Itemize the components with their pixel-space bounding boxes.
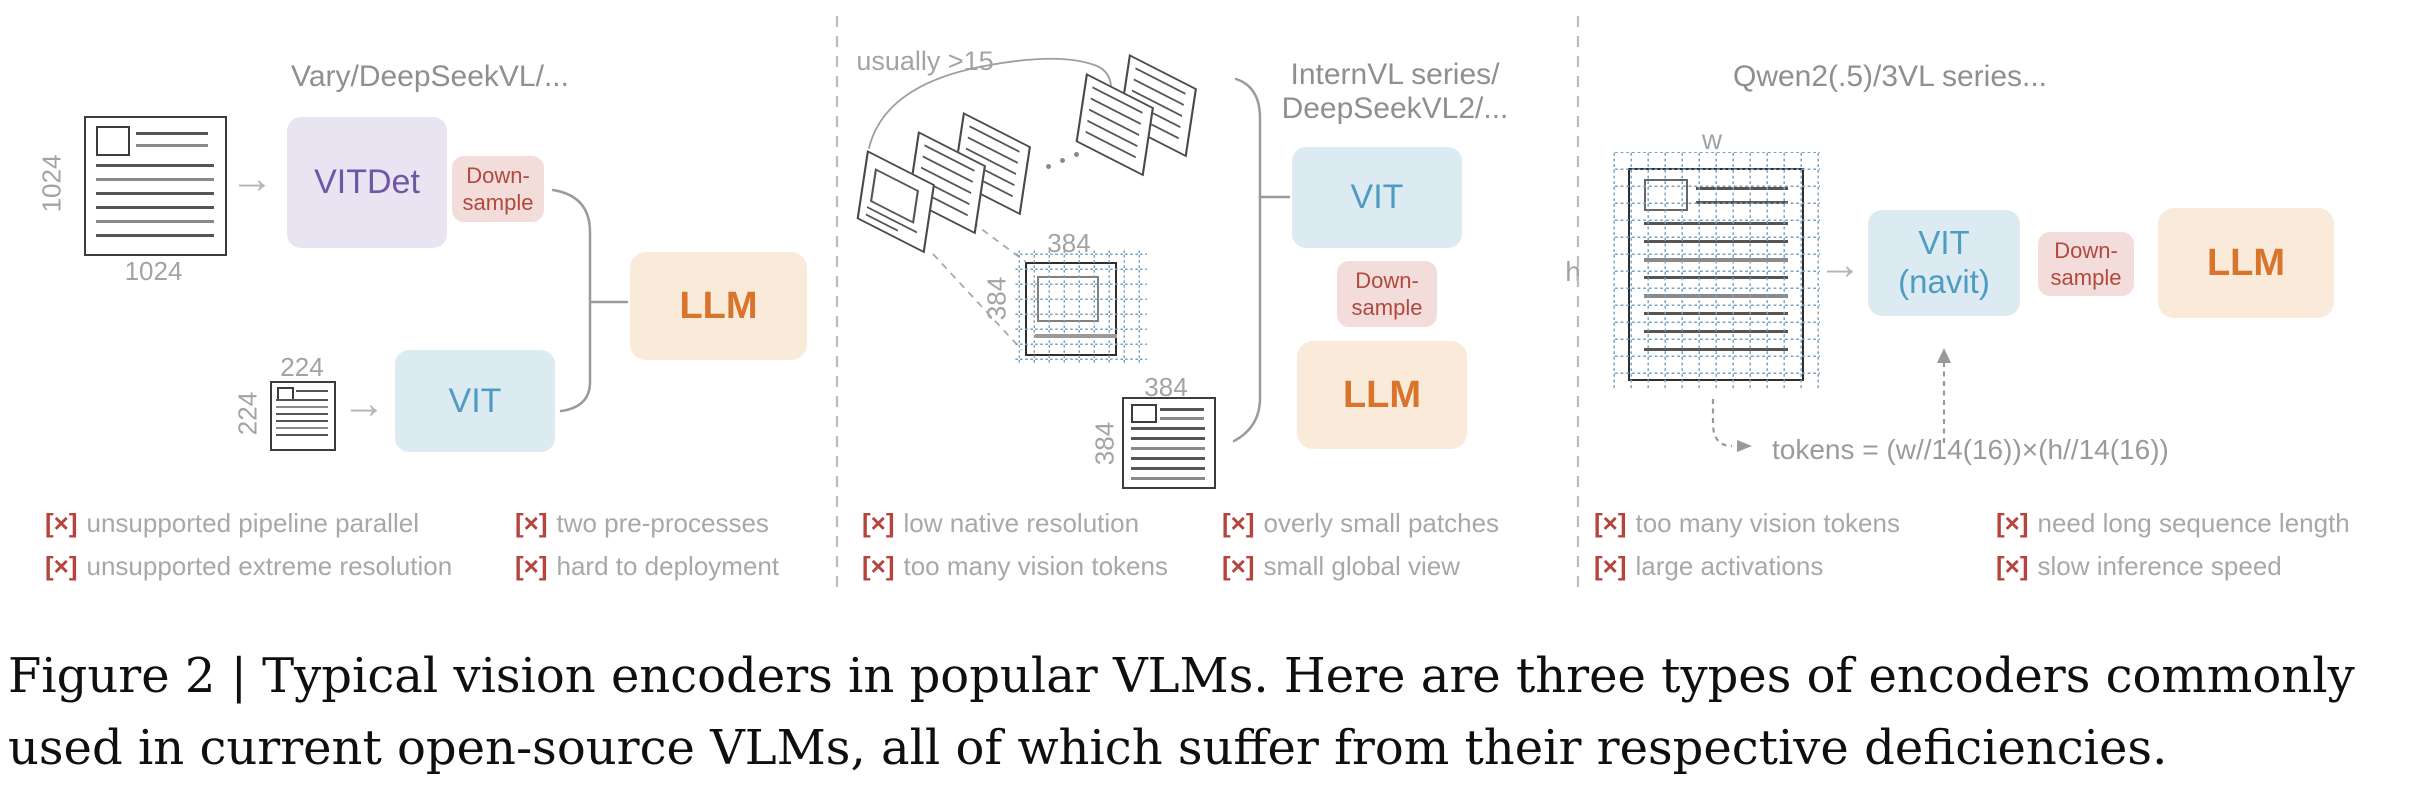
deficiency-item: [×] slow inference speed	[1996, 551, 2282, 581]
deficiency-item: [×] too many vision tokens	[1594, 508, 1900, 538]
arrow-right-icon: →	[342, 379, 386, 428]
llm-box-2: LLM	[1297, 341, 1467, 449]
deficiency-item: [×] large activations	[1594, 551, 1824, 581]
downsample-box-1: Down- sample	[452, 156, 544, 222]
document-1024-icon	[84, 116, 227, 256]
x-mark-icon: [×]	[1594, 508, 1627, 538]
doc-224-width-label: 224	[280, 352, 324, 382]
deficiency-item: [×] need long sequence length	[1996, 508, 2350, 538]
zoomed-tile-grid-icon	[1025, 262, 1117, 356]
deficiency-item: [×] two pre-processes	[515, 508, 769, 538]
downsample-label: Down-	[1355, 267, 1419, 293]
panel3-title: Qwen2(.5)/3VL series...	[1732, 60, 2048, 93]
downsample-label: sample	[462, 190, 534, 215]
deficiency-item: [×] too many vision tokens	[862, 551, 1168, 581]
downsample-box-3: Down- sample	[2038, 232, 2134, 296]
llm-box-3: LLM	[2158, 208, 2334, 318]
downsample-box-2: Down- sample	[1337, 261, 1437, 327]
merge-brace	[1232, 77, 1262, 443]
llm-label: LLM	[679, 284, 758, 327]
ellipsis-dot-icon	[1046, 164, 1051, 169]
dashed-pointer-arrow	[1711, 399, 1733, 448]
vit-box-2: VIT	[1292, 147, 1462, 248]
document-384-icon	[1122, 397, 1216, 489]
doc-1024-width-label: 1024	[124, 256, 183, 286]
grid-width-label: w	[1701, 124, 1723, 155]
x-mark-icon: [×]	[1594, 551, 1627, 581]
grid-384-width-label: 384	[1047, 228, 1091, 258]
panel1-title: Vary/DeepSeekVL/...	[291, 60, 569, 93]
tokens-formula: tokens = (w//14(16))×(h//14(16))	[1772, 434, 2169, 465]
deficiency-item: [×] overly small patches	[1222, 508, 1500, 538]
doc-1024-height-label: 1024	[36, 154, 67, 213]
deficiency-item: [×] low native resolution	[862, 508, 1140, 538]
tiles-count-note: usually >15	[856, 46, 994, 76]
llm-label: LLM	[1342, 373, 1422, 416]
vitdet-box: VITDet	[287, 117, 447, 248]
downsample-label: sample	[1351, 295, 1423, 320]
vit-navit-box: VIT (navit)	[1868, 210, 2020, 316]
x-mark-icon: [×]	[862, 508, 895, 538]
deficiency-item: [×] unsupported extreme resolution	[45, 551, 453, 581]
downsample-label: sample	[2050, 265, 2122, 290]
vit-box-1: VIT	[395, 350, 555, 452]
x-mark-icon: [×]	[515, 551, 548, 581]
vit-label: VIT	[1918, 224, 1970, 262]
x-mark-icon: [×]	[862, 551, 895, 581]
panel2-title-line2: DeepSeekVL2/...	[1281, 92, 1509, 125]
x-mark-icon: [×]	[1222, 508, 1255, 538]
x-mark-icon: [×]	[1222, 551, 1255, 581]
downsample-label: Down-	[2054, 237, 2118, 263]
x-mark-icon: [×]	[45, 551, 78, 581]
downsample-label: Down-	[466, 162, 530, 188]
llm-box-1: LLM	[630, 252, 807, 360]
vit-label: VIT	[448, 381, 502, 420]
arrow-right-icon: →	[230, 154, 274, 203]
x-mark-icon: [×]	[515, 508, 548, 538]
vitdet-label: VITDet	[314, 163, 420, 202]
vit-label: VIT	[1350, 178, 1404, 217]
llm-label: LLM	[2206, 241, 2286, 284]
arrow-right-icon: →	[1818, 240, 1862, 289]
deficiency-item: [×] unsupported pipeline parallel	[45, 508, 419, 538]
ellipsis-dot-icon	[1074, 152, 1079, 157]
doc-224-height-label: 224	[232, 391, 263, 436]
figure-caption-line1: Figure 2 | Typical vision encoders in po…	[8, 648, 2355, 704]
deficiency-item: [×] small global view	[1222, 551, 1461, 581]
panel2-title-line1: InternVL series/	[1290, 58, 1500, 91]
document-224-icon	[270, 381, 336, 451]
doc-thumbnail	[96, 126, 130, 156]
deficiency-item: [×] hard to deployment	[515, 551, 780, 581]
x-mark-icon: [×]	[1996, 508, 2029, 538]
native-image-grid-icon	[1628, 168, 1804, 381]
ellipsis-dot-icon	[1060, 158, 1065, 163]
x-mark-icon: [×]	[45, 508, 78, 538]
doc-384-height-label: 384	[1089, 421, 1120, 466]
navit-label: (navit)	[1898, 263, 1990, 300]
x-mark-icon: [×]	[1996, 551, 2029, 581]
figure-caption-line2: used in current open-source VLMs, all of…	[8, 720, 2168, 776]
grid-384-height-label: 384	[981, 276, 1012, 321]
grid-height-label: h	[1565, 256, 1581, 287]
merge-brace	[551, 188, 592, 413]
